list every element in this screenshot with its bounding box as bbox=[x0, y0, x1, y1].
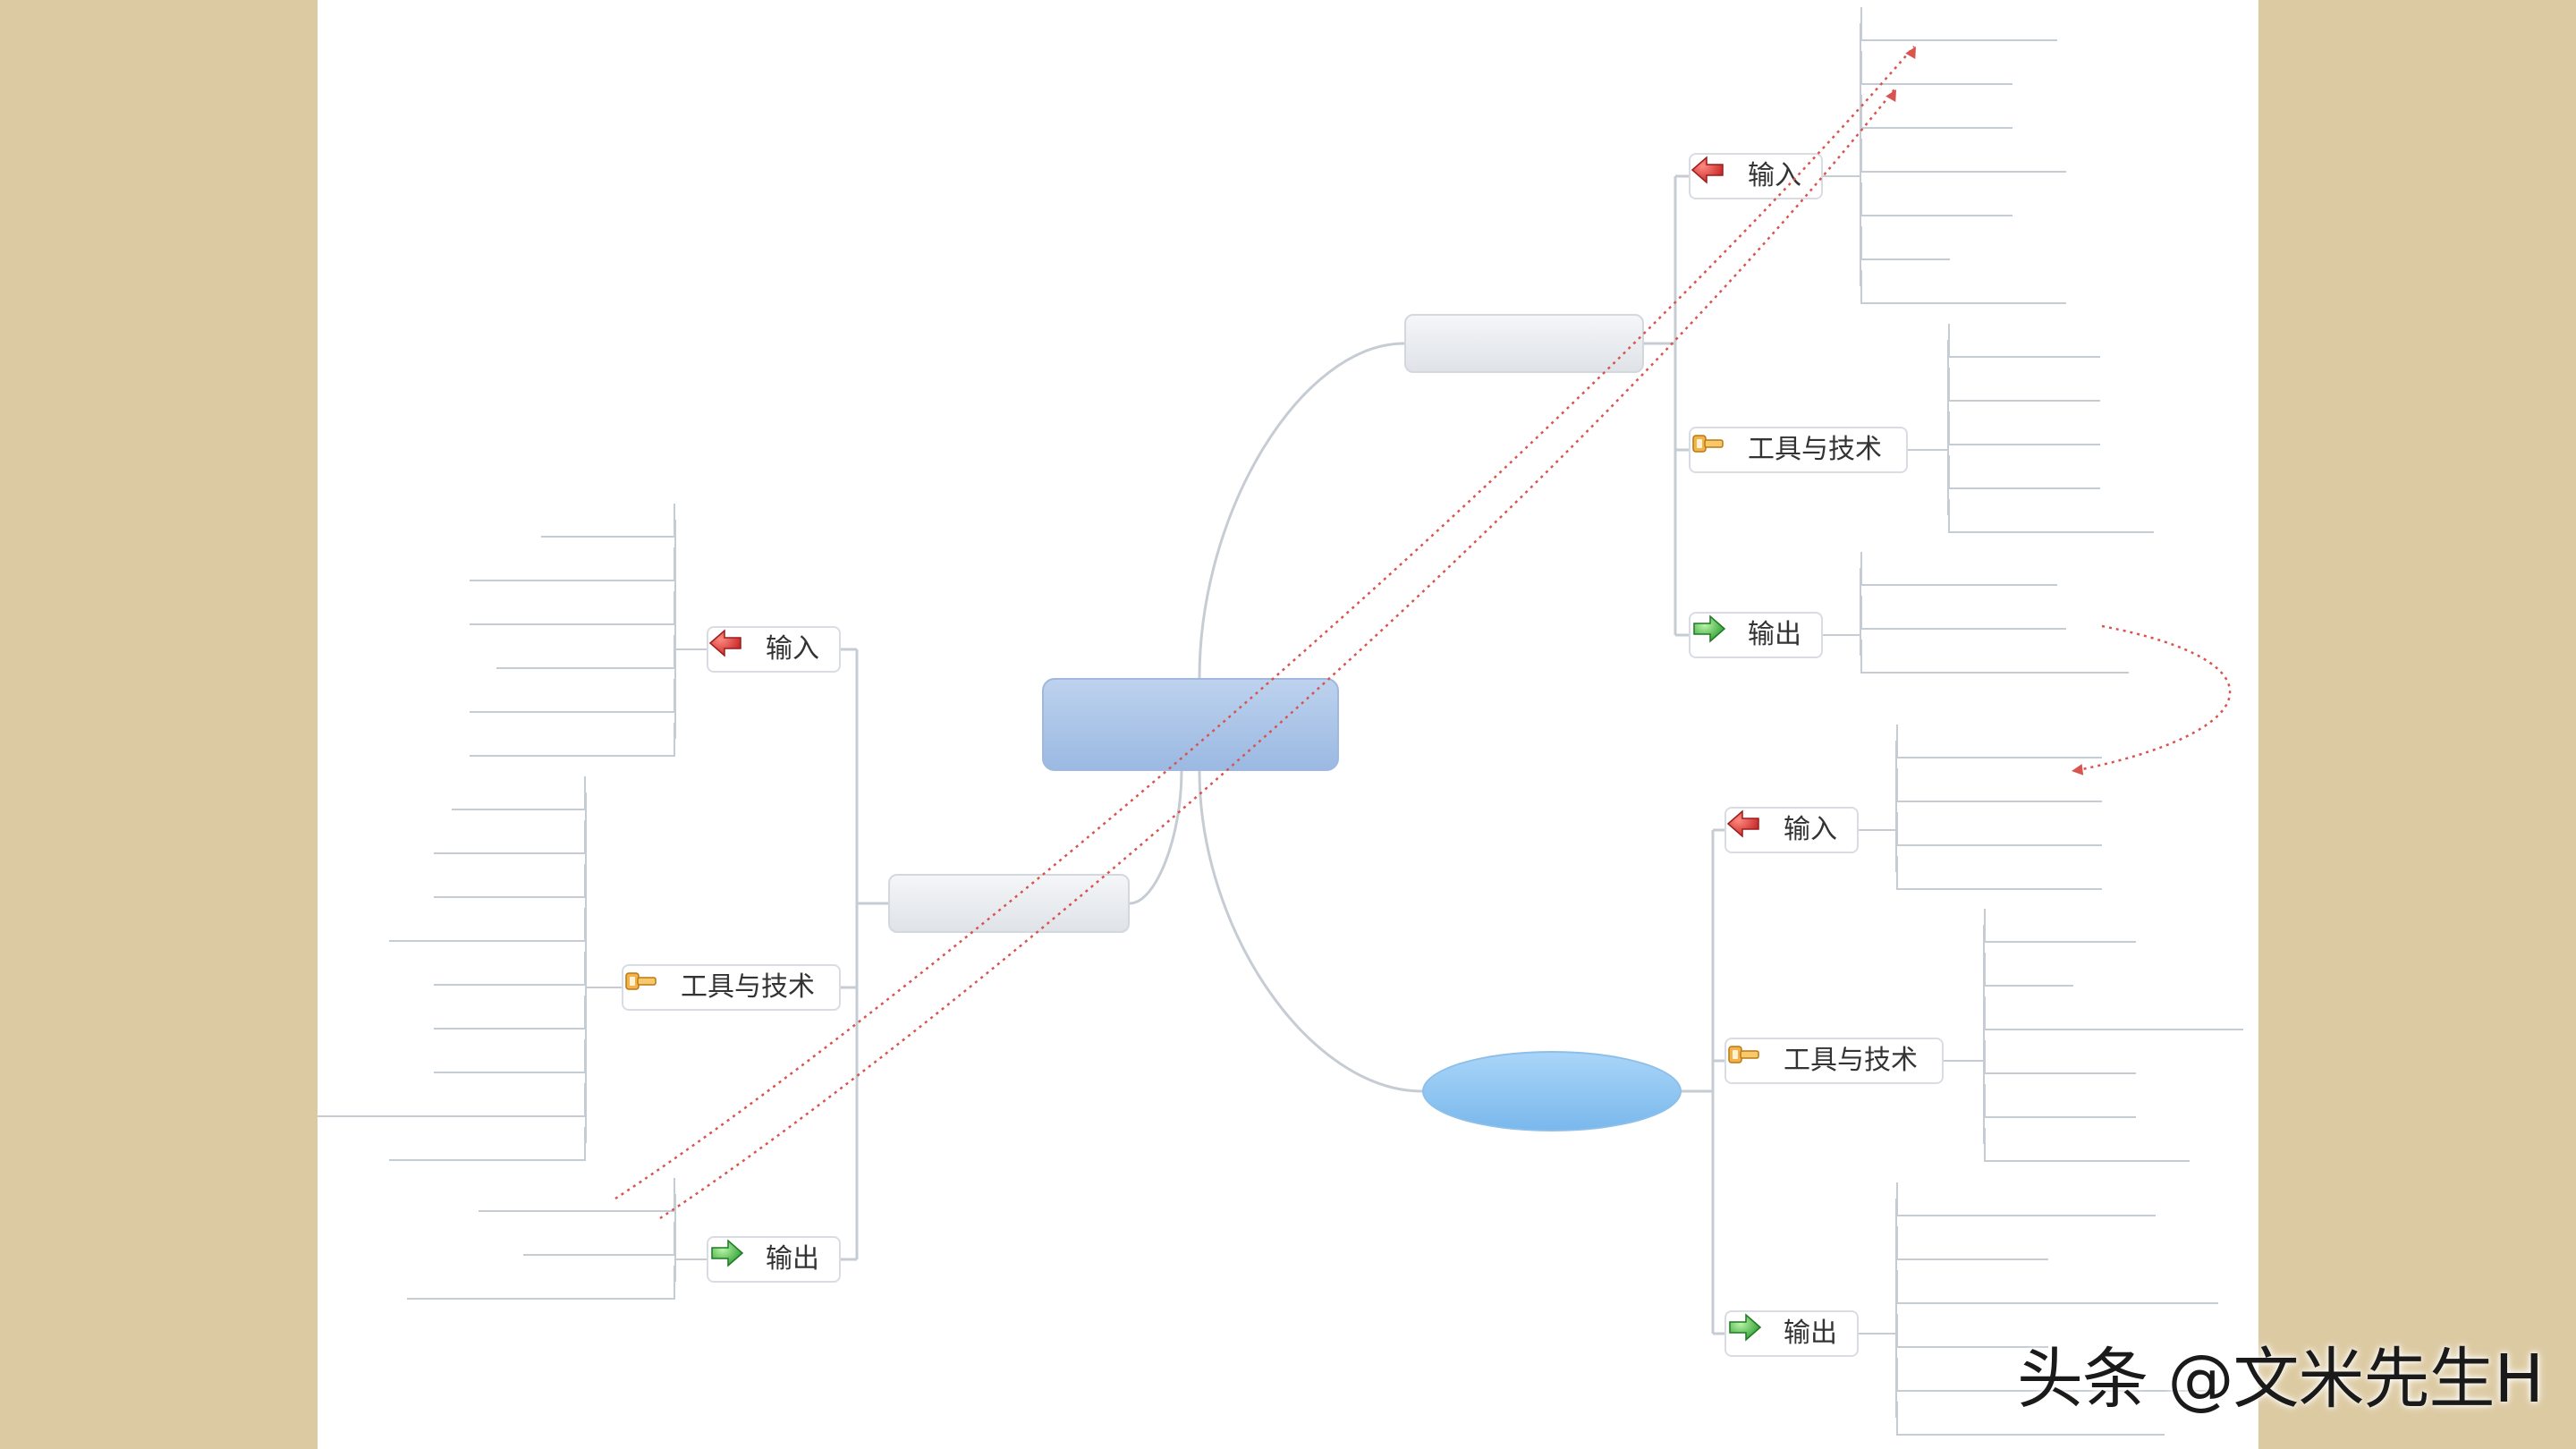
root-to-p73-connector bbox=[1198, 770, 1423, 1093]
process-node-p71 bbox=[888, 874, 1130, 933]
p71-cat-2-item-1 bbox=[523, 1222, 675, 1256]
p72-cat-2-item-0 bbox=[1860, 552, 2057, 586]
p71-category-0: 输入 bbox=[707, 626, 841, 673]
p73-cat-1-item-4 bbox=[1984, 1084, 2136, 1118]
green-arrow-right-icon bbox=[1729, 1313, 1775, 1349]
p73-cat-2-item-5 bbox=[1896, 1402, 2165, 1436]
p73-cat-0-item-3 bbox=[1896, 856, 2102, 890]
p73-category-0: 输入 bbox=[1724, 807, 1859, 853]
category-label: 工具与技术 bbox=[681, 971, 815, 1003]
category-label: 输出 bbox=[1748, 619, 1801, 650]
relation-arrowhead bbox=[2072, 764, 2084, 775]
p71-cat-1-item-8 bbox=[389, 1127, 586, 1161]
p71-cat-0-item-3 bbox=[496, 635, 675, 669]
process-node-p73 bbox=[1422, 1051, 1682, 1131]
p72-cat-1-item-1 bbox=[1948, 368, 2100, 402]
category-label: 工具与技术 bbox=[1748, 434, 1882, 465]
p71-cat-1-item-6 bbox=[434, 1039, 586, 1073]
red-arrow-left-icon bbox=[708, 629, 757, 665]
green-arrow-right-icon bbox=[711, 1239, 757, 1275]
p73-cat-1-item-3 bbox=[1984, 1040, 2136, 1074]
relation-arrowhead bbox=[1885, 89, 1896, 102]
p73-cat-2-item-2 bbox=[1896, 1270, 2218, 1304]
process-node-p72 bbox=[1404, 314, 1644, 373]
category-label: 输入 bbox=[1748, 160, 1801, 191]
red-arrow-left-icon bbox=[1690, 156, 1739, 191]
left-side-band bbox=[0, 0, 318, 1449]
p73-cat-0-item-2 bbox=[1896, 812, 2102, 846]
root-node bbox=[1042, 678, 1339, 771]
p73-cat-1-item-5 bbox=[1984, 1128, 2190, 1162]
root-to-p72-connector bbox=[1198, 342, 1405, 679]
p71-category-1: 工具与技术 bbox=[622, 964, 841, 1011]
p72-category-0: 输入 bbox=[1689, 153, 1823, 199]
p73-cat-0-item-0 bbox=[1896, 724, 2102, 758]
p71-cat-0-item-4 bbox=[470, 679, 675, 713]
p72-cat-2-item-2 bbox=[1860, 640, 2129, 674]
p73-cat-2-item-3 bbox=[1896, 1314, 2048, 1348]
category-label: 输入 bbox=[1784, 814, 1837, 845]
tool-key-icon bbox=[1692, 435, 1739, 465]
p71-cat-1-item-7 bbox=[318, 1083, 586, 1117]
p71-cat-0-item-1 bbox=[470, 547, 675, 581]
p71-cat-2-item-2 bbox=[407, 1266, 675, 1300]
p72-cat-1-item-2 bbox=[1948, 411, 2100, 445]
p72-cat-1-item-4 bbox=[1948, 499, 2154, 533]
category-label: 输出 bbox=[766, 1243, 819, 1275]
p71-cat-1-item-5 bbox=[434, 996, 586, 1030]
p72-cat-0-item-3 bbox=[1860, 139, 2066, 173]
p71-cat-0-item-2 bbox=[470, 591, 675, 625]
p72-cat-2-item-1 bbox=[1860, 596, 2066, 630]
watermark: 头条 @文米先生H bbox=[2017, 1341, 2544, 1418]
p73-cat-1-item-0 bbox=[1984, 909, 2136, 943]
relation-activity-cost-estimate bbox=[614, 46, 1915, 1200]
p71-cat-1-item-4 bbox=[434, 952, 586, 986]
p73-category-1: 工具与技术 bbox=[1724, 1038, 1944, 1084]
p71-cat-2-item-0 bbox=[479, 1178, 675, 1212]
p72-cat-0-item-0 bbox=[1860, 7, 2057, 41]
p71-cat-1-item-3 bbox=[389, 908, 586, 942]
p73-cat-2-item-0 bbox=[1896, 1182, 2156, 1216]
p72-cat-1-item-3 bbox=[1948, 455, 2100, 489]
p72-cat-0-item-1 bbox=[1860, 51, 2012, 85]
relation-funding-requirements bbox=[2072, 624, 2232, 773]
p71-category-2: 输出 bbox=[707, 1236, 841, 1283]
p73-category-2: 输出 bbox=[1724, 1310, 1859, 1357]
p71-cat-1-item-2 bbox=[434, 864, 586, 898]
p73-cat-2-item-1 bbox=[1896, 1226, 2048, 1260]
p73-cat-0-item-1 bbox=[1896, 768, 2102, 802]
p73-cat-2-item-4 bbox=[1896, 1358, 2218, 1392]
tool-key-icon bbox=[1728, 1046, 1775, 1076]
p72-cat-0-item-4 bbox=[1860, 182, 2012, 216]
category-label: 输出 bbox=[1784, 1318, 1837, 1349]
relation-basis-of-estimates bbox=[659, 89, 1895, 1220]
p71-cat-0-item-5 bbox=[470, 723, 675, 757]
p72-cat-0-item-2 bbox=[1860, 95, 2012, 129]
category-label: 工具与技术 bbox=[1784, 1045, 1918, 1076]
relation-arrowhead bbox=[1905, 47, 1916, 59]
p73-cat-1-item-1 bbox=[1984, 953, 2073, 987]
right-side-band bbox=[2258, 0, 2576, 1449]
root-to-p71-connector bbox=[1129, 770, 1183, 905]
p71-cat-1-item-0 bbox=[452, 776, 586, 810]
red-arrow-left-icon bbox=[1726, 809, 1775, 845]
p73-cat-1-item-2 bbox=[1984, 996, 2243, 1030]
p71-cat-1-item-1 bbox=[434, 820, 586, 854]
p72-category-2: 输出 bbox=[1689, 612, 1823, 658]
p72-category-1: 工具与技术 bbox=[1689, 427, 1908, 473]
p72-cat-0-item-6 bbox=[1860, 270, 2066, 304]
p72-cat-1-item-0 bbox=[1948, 324, 2100, 358]
tool-key-icon bbox=[625, 972, 672, 1003]
category-label: 输入 bbox=[766, 633, 819, 665]
green-arrow-right-icon bbox=[1693, 614, 1739, 650]
p71-cat-0-item-0 bbox=[541, 504, 675, 538]
p72-cat-0-item-5 bbox=[1860, 226, 1950, 260]
